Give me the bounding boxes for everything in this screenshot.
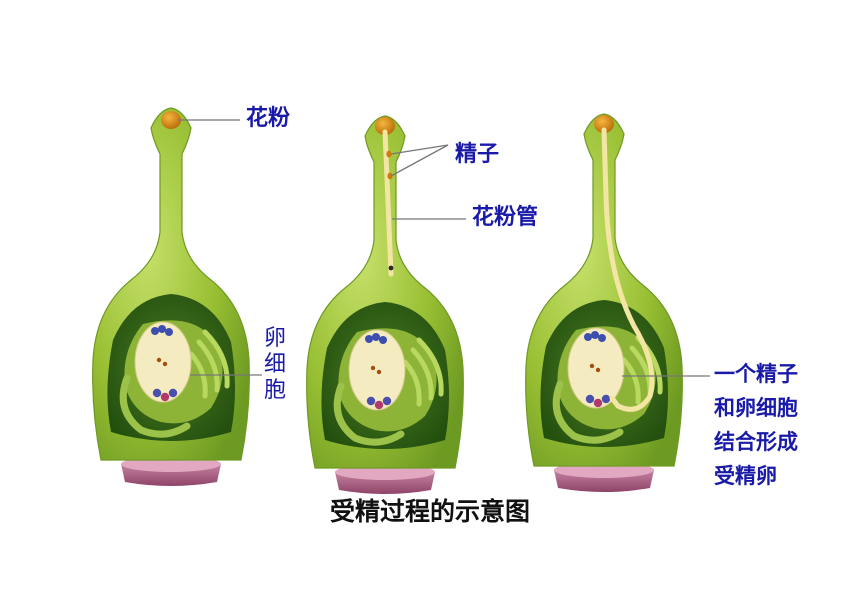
diagram-caption: 受精过程的示意图 — [329, 497, 530, 526]
pollen-tube — [601, 127, 655, 412]
sperm-label: 精子 — [455, 142, 500, 167]
pistil-stage-1 — [93, 108, 250, 486]
pollen-tube — [382, 129, 394, 277]
sperm-cell — [387, 172, 393, 180]
leader-lines — [178, 119, 710, 377]
sperm-cell — [386, 150, 392, 158]
pollen-grain — [594, 115, 614, 133]
pistil-stage-2 — [307, 116, 464, 494]
pistil-stage-3 — [526, 114, 683, 492]
result-label: 一个精子 和卵细胞 结合形成 受精卵 — [714, 357, 798, 493]
pollen-grain — [375, 117, 395, 135]
result-line-2: 和卵细胞 — [714, 396, 798, 420]
pollen-label: 花粉 — [246, 106, 291, 131]
result-line-1: 一个精子 — [714, 362, 798, 386]
egg-cell-label: 卵细胞 — [264, 326, 287, 403]
result-line-3: 结合形成 — [714, 430, 798, 454]
pollen-grain — [161, 111, 181, 129]
result-line-4: 受精卵 — [714, 464, 777, 488]
pollen-tube-label: 花粉管 — [472, 205, 539, 230]
